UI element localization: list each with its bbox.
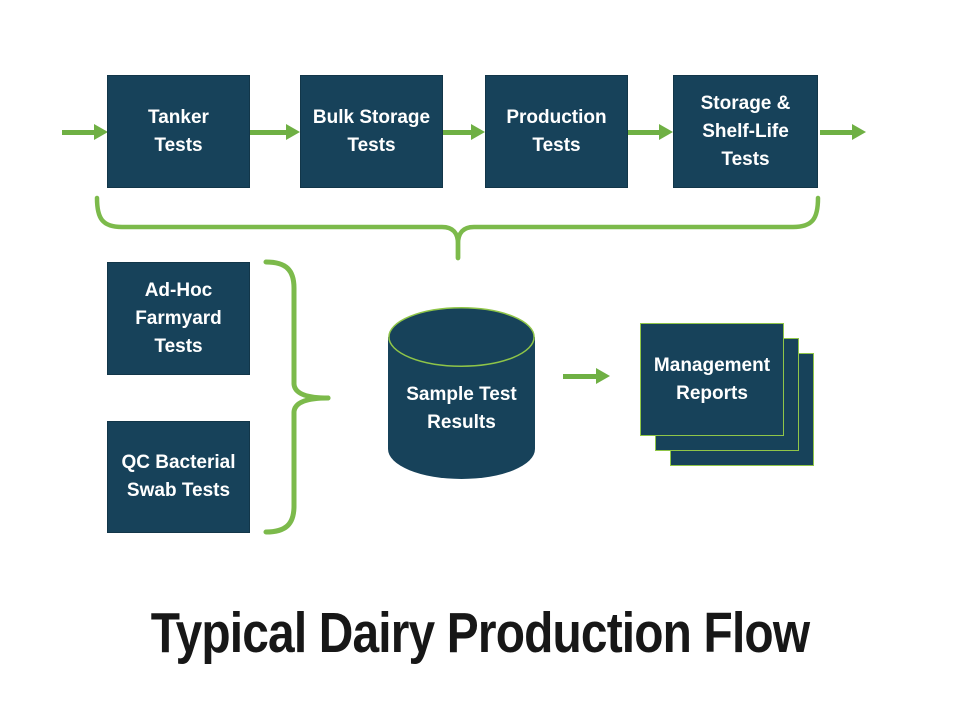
brace-left-half <box>94 195 461 261</box>
brace-right-half <box>455 195 821 261</box>
flow-box-adhoc-farmyard-tests: Ad-Hoc Farmyard Tests <box>107 262 250 375</box>
database-label: Sample Test Results <box>406 384 517 433</box>
brace-lower-half <box>263 395 331 535</box>
arrow-database-to-reports <box>563 368 610 384</box>
flow-box-storage-shelf-life-tests: Storage & Shelf-Life Tests <box>673 75 818 188</box>
arrow-tanker-to-bulk-storage <box>250 124 300 140</box>
arrow-into-tanker-tests <box>62 124 108 140</box>
report-sheet-front: Management Reports <box>640 323 784 436</box>
slide-title: Typical Dairy Production Flow <box>150 601 810 665</box>
cylinder-body <box>388 337 535 479</box>
arrow-out-of-shelf-life <box>820 124 866 140</box>
flow-box-bulk-storage-tests: Bulk Storage Tests <box>300 75 443 188</box>
cylinder-top-ellipse <box>388 307 535 367</box>
flow-box-tanker-tests: Tanker Tests <box>107 75 250 188</box>
flow-box-qc-bacterial-swab-tests: QC Bacterial Swab Tests <box>107 421 250 533</box>
arrow-production-to-shelf-life <box>628 124 673 140</box>
database-cylinder <box>388 307 535 479</box>
arrow-bulk-storage-to-production <box>443 124 485 140</box>
grouping-brace-side-boxes <box>263 259 331 535</box>
brace-upper-half <box>263 259 331 401</box>
grouping-brace-top-row <box>94 195 821 261</box>
flow-box-production-tests: Production Tests <box>485 75 628 188</box>
